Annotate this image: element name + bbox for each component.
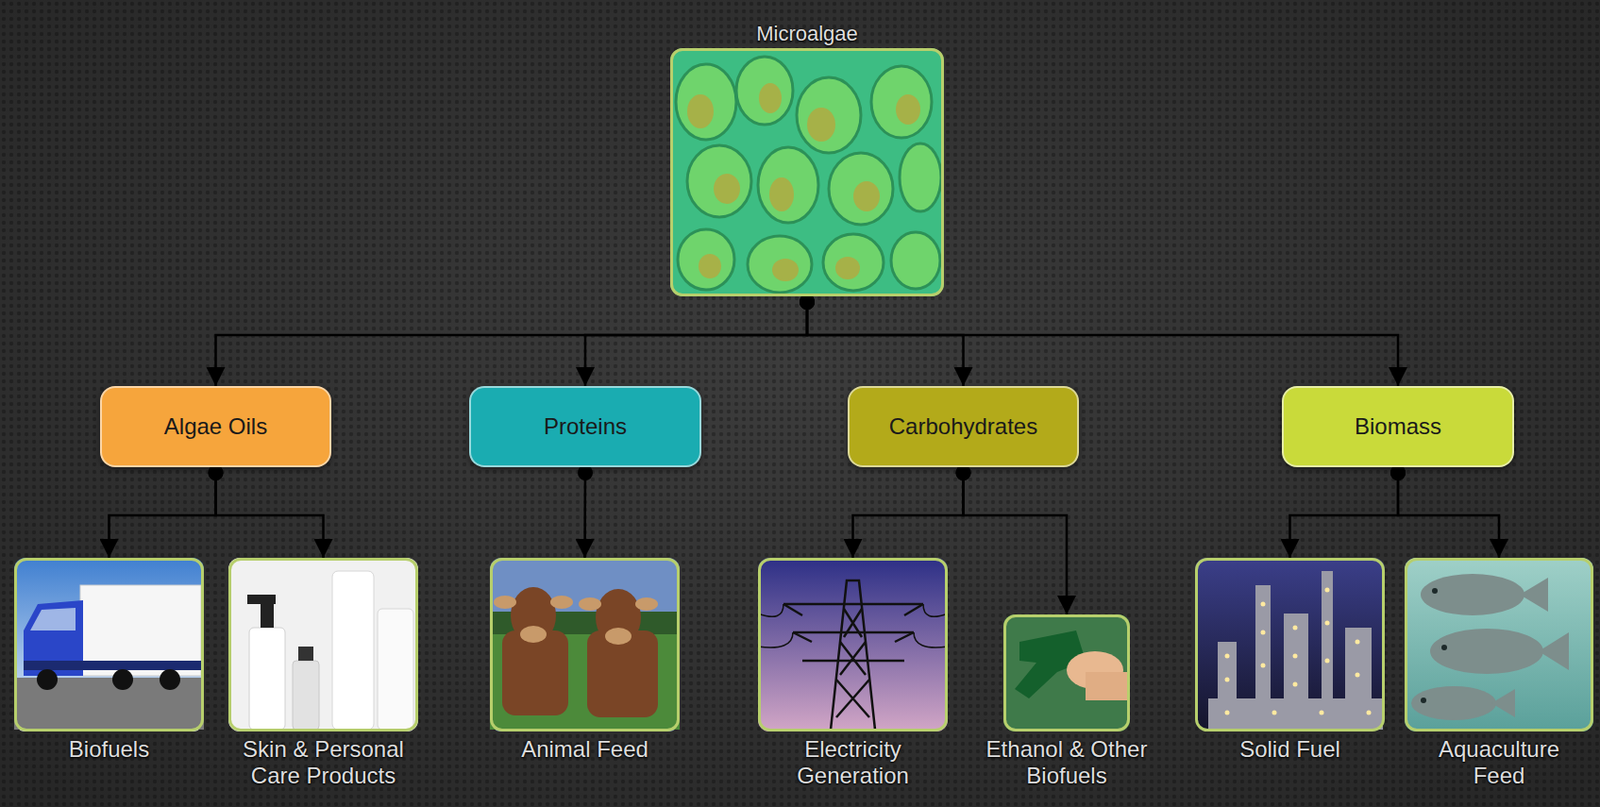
image-box: Solid Fuel [1195, 557, 1385, 732]
caption-label: Solid Fuel [1195, 736, 1385, 763]
caption-label: Microalgae [756, 21, 859, 46]
box-label: Carbohydrates [889, 413, 1038, 440]
image-box: Animal Feed [489, 557, 680, 732]
box-label: Algae Oils [164, 413, 268, 440]
connector-arrow [585, 296, 808, 387]
junction-dot [577, 465, 593, 481]
bottles-picture [228, 557, 419, 732]
connector-arrow [853, 467, 964, 558]
category-box: Proteins [469, 386, 702, 468]
junction-dot [799, 294, 815, 310]
fuel-nozzle-picture [1003, 614, 1130, 732]
connector-arrow [216, 296, 809, 387]
microalgae-picture [670, 48, 944, 297]
junction-dot [208, 465, 224, 481]
connector-arrow [109, 467, 217, 558]
junction-dot [956, 465, 972, 481]
connector-arrow [807, 296, 964, 387]
caption-label: Electricity Generation [758, 736, 948, 789]
junction-dot [956, 465, 972, 481]
connector-arrow [963, 467, 1068, 615]
junction-dot [1390, 465, 1406, 481]
caption-label: Aquaculture Feed [1423, 736, 1575, 789]
junction-dot [1390, 465, 1406, 481]
category-box: Biomass [1281, 386, 1515, 468]
connector-arrow [807, 296, 1398, 387]
connector-arrow [216, 467, 324, 558]
image-box: Aquaculture Feed [1404, 557, 1594, 732]
image-box: Ethanol & Other Biofuels [1003, 614, 1130, 732]
image-box: Microalgae [670, 48, 944, 297]
image-box: Electricity Generation [757, 557, 948, 732]
connector-arrow [583, 467, 587, 558]
junction-dot [799, 294, 815, 310]
refinery-picture [1195, 557, 1385, 732]
connector-arrow [1397, 467, 1499, 558]
image-box: Biofuels [14, 557, 204, 732]
box-label: Proteins [543, 413, 627, 440]
caption-label: Animal Feed [490, 736, 680, 763]
fish-picture [1404, 557, 1594, 732]
cows-picture [489, 557, 680, 732]
truck-picture [14, 557, 204, 732]
pylon-picture [757, 557, 948, 732]
image-box: Skin & Personal Care Products [228, 557, 419, 732]
connector-arrow [1290, 467, 1399, 558]
box-label: Biomass [1354, 413, 1442, 440]
caption-label: Skin & Personal Care Products [226, 736, 421, 789]
junction-dot [799, 294, 815, 310]
caption-label: Ethanol & Other Biofuels [972, 736, 1162, 789]
category-box: Algae Oils [100, 386, 332, 468]
category-box: Carbohydrates [847, 386, 1079, 468]
junction-dot [799, 294, 815, 310]
junction-dot [208, 465, 224, 481]
caption-label: Biofuels [15, 736, 204, 763]
